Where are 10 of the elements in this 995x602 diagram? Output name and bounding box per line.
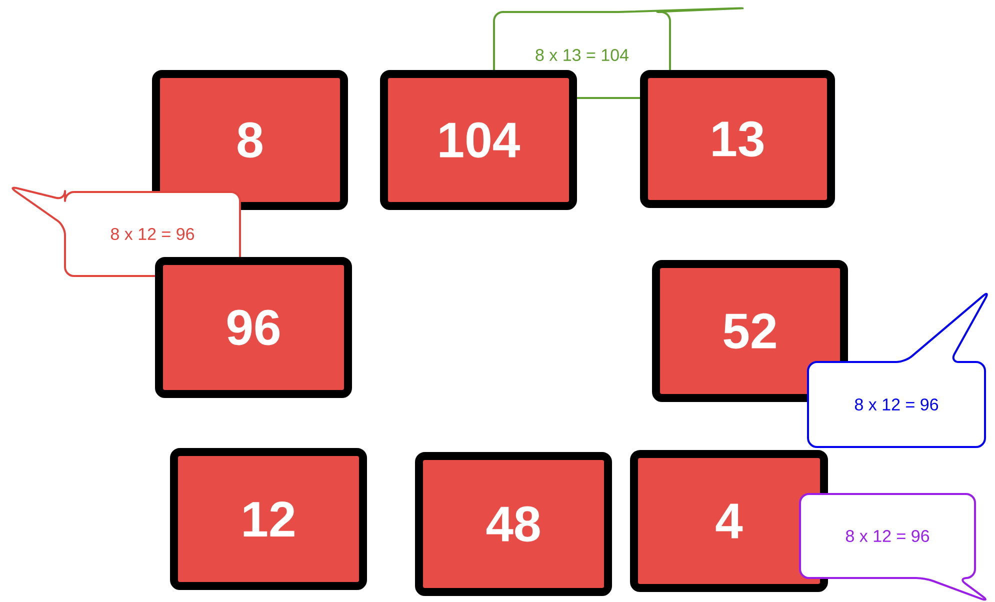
number-box: 13	[640, 70, 836, 208]
number-box: 4	[630, 450, 828, 592]
number-box: 104	[380, 70, 577, 210]
speech-bubble: 8 x 12 = 96	[799, 493, 986, 601]
speech-bubble: 8 x 12 = 96	[807, 292, 988, 448]
number-box: 8	[152, 70, 348, 210]
number-box: 12	[170, 448, 367, 590]
number-box: 52	[652, 260, 848, 402]
number-box: 96	[155, 257, 352, 398]
number-box: 48	[415, 452, 612, 596]
